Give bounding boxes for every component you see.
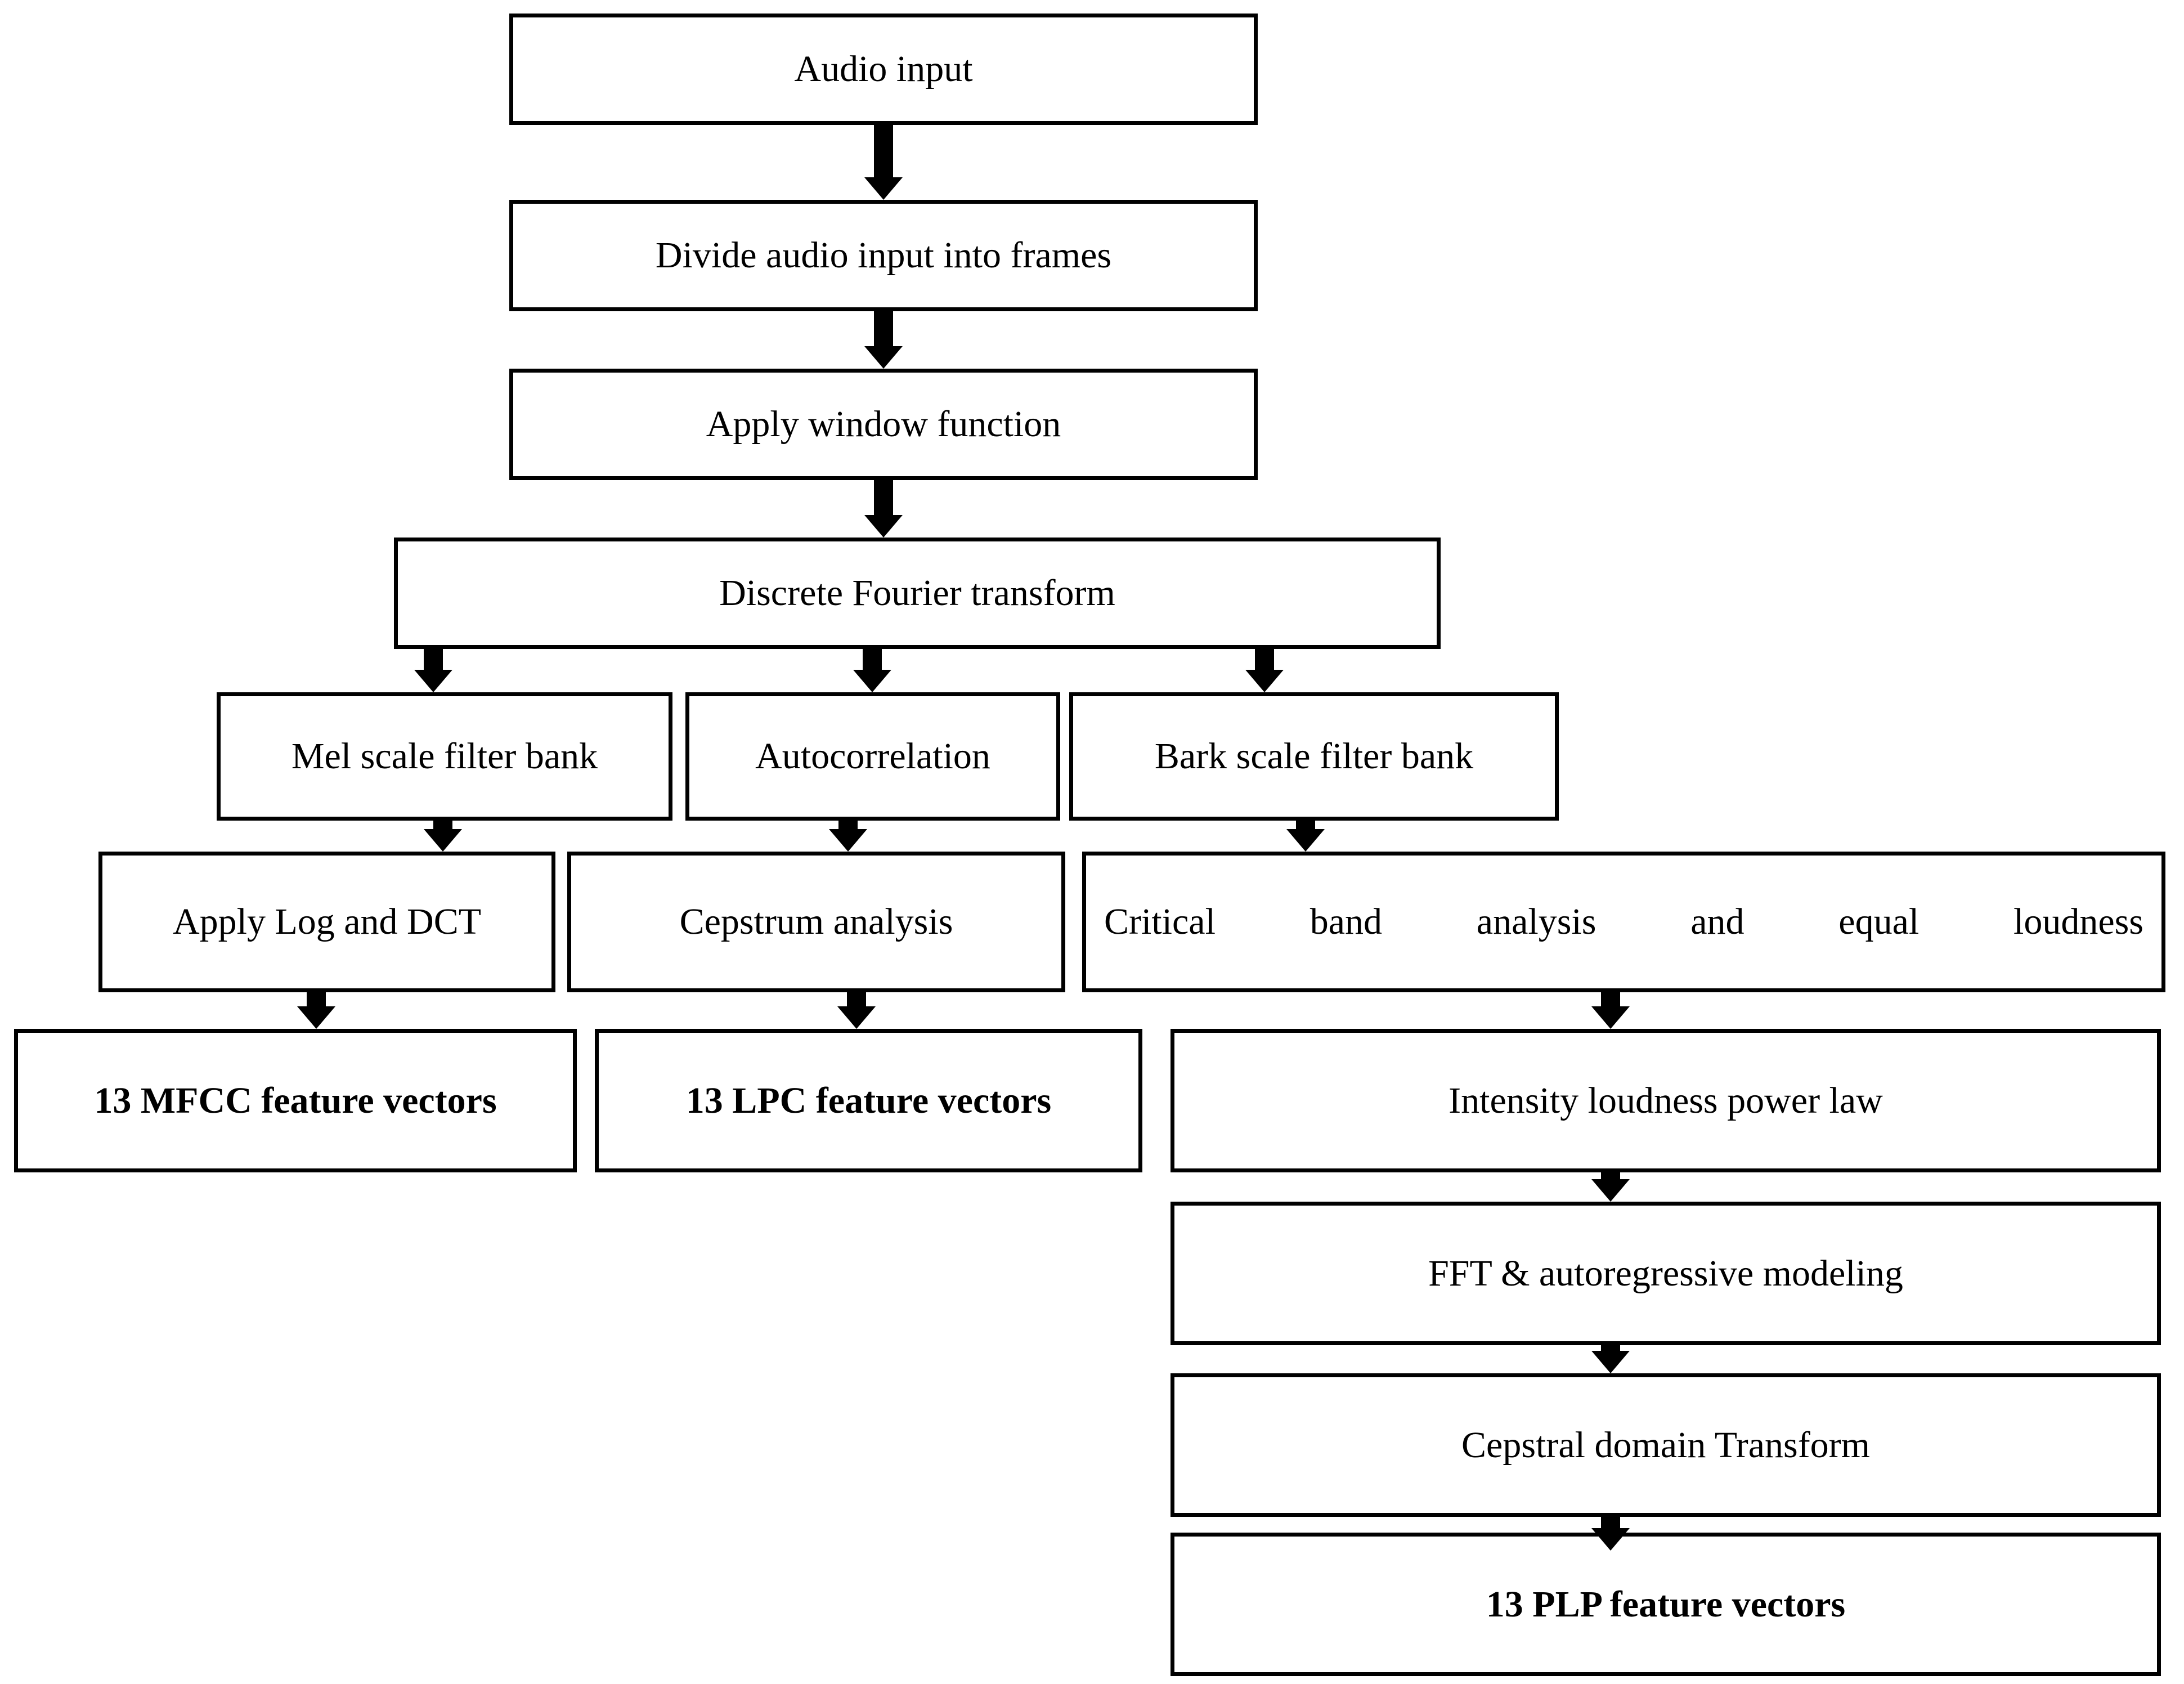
arrow-mel-scale-filter-bank-to-apply-log-and-dct	[424, 821, 462, 852]
node-intensity-loudness-power-law[interactable]: Intensity loudness power law	[1171, 1029, 2161, 1172]
node-label: Audio input	[794, 48, 973, 90]
node-label: Autocorrelation	[755, 736, 990, 777]
node-audio-input[interactable]: Audio input	[509, 14, 1258, 125]
node-mel-scale-filter-bank[interactable]: Mel scale filter bank	[217, 692, 672, 821]
node-label: Divide audio input into frames	[655, 235, 1112, 276]
node-label: 13 LPC feature vectors	[685, 1080, 1052, 1121]
arrow-cepstrum-analysis-to-lpc-feature-vectors	[837, 992, 876, 1029]
node-label: Bark scale filter bank	[1154, 736, 1474, 777]
node-label: Cepstral domain Transform	[1461, 1424, 1870, 1466]
node-apply-log-and-dct[interactable]: Apply Log and DCT	[98, 852, 555, 992]
node-label: Mel scale filter bank	[291, 736, 598, 777]
arrow-fft-autoregressive-modeling-to-cepstral-domain-transform	[1591, 1345, 1630, 1373]
node-fft-autoregressive-modeling[interactable]: FFT & autoregressive modeling	[1171, 1202, 2161, 1345]
arrow-intensity-loudness-power-law-to-fft-autoregressive-modeling	[1591, 1172, 1630, 1202]
arrow-discrete-fourier-transform-to-autocorrelation	[853, 649, 891, 692]
node-mfcc-feature-vectors[interactable]: 13 MFCC feature vectors	[14, 1029, 577, 1172]
node-discrete-fourier-transform[interactable]: Discrete Fourier transform	[394, 538, 1441, 649]
node-label: Apply Log and DCT	[172, 901, 482, 943]
arrow-apply-log-and-dct-to-mfcc-feature-vectors	[297, 992, 335, 1029]
node-autocorrelation[interactable]: Autocorrelation	[685, 692, 1060, 821]
node-critical-band-analysis[interactable]: Critical band analysis and equal loudnes…	[1082, 852, 2165, 992]
node-cepstral-domain-transform[interactable]: Cepstral domain Transform	[1171, 1373, 2161, 1517]
node-label: Apply window function	[706, 404, 1061, 445]
node-bark-scale-filter-bank[interactable]: Bark scale filter bank	[1069, 692, 1559, 821]
arrow-discrete-fourier-transform-to-mel-scale-filter-bank	[414, 649, 452, 692]
node-label: Critical band analysis and equal loudnes…	[1104, 901, 2143, 943]
arrow-discrete-fourier-transform-to-bark-scale-filter-bank	[1245, 649, 1284, 692]
arrow-autocorrelation-to-cepstrum-analysis	[829, 821, 867, 852]
node-apply-window-function[interactable]: Apply window function	[509, 369, 1258, 480]
arrow-bark-scale-filter-bank-to-critical-band-analysis	[1286, 821, 1325, 852]
arrow-audio-input-to-divide-frames	[864, 125, 903, 200]
arrow-apply-window-function-to-discrete-fourier-transform	[864, 480, 903, 538]
arrow-divide-frames-to-apply-window-function	[864, 311, 903, 369]
node-label: Cepstrum analysis	[679, 901, 953, 943]
node-lpc-feature-vectors[interactable]: 13 LPC feature vectors	[595, 1029, 1142, 1172]
node-plp-feature-vectors[interactable]: 13 PLP feature vectors	[1171, 1533, 2161, 1676]
node-label: 13 PLP feature vectors	[1486, 1583, 1846, 1625]
node-cepstrum-analysis[interactable]: Cepstrum analysis	[567, 852, 1065, 992]
arrow-cepstral-domain-transform-to-plp-feature-vectors	[1591, 1517, 1630, 1551]
node-label: FFT & autoregressive modeling	[1428, 1252, 1903, 1294]
node-label: Discrete Fourier transform	[719, 572, 1115, 614]
node-label: Intensity loudness power law	[1448, 1080, 1883, 1121]
node-divide-frames[interactable]: Divide audio input into frames	[509, 200, 1258, 311]
node-label: 13 MFCC feature vectors	[94, 1080, 497, 1121]
arrow-critical-band-analysis-to-intensity-loudness-power-law	[1591, 992, 1630, 1029]
